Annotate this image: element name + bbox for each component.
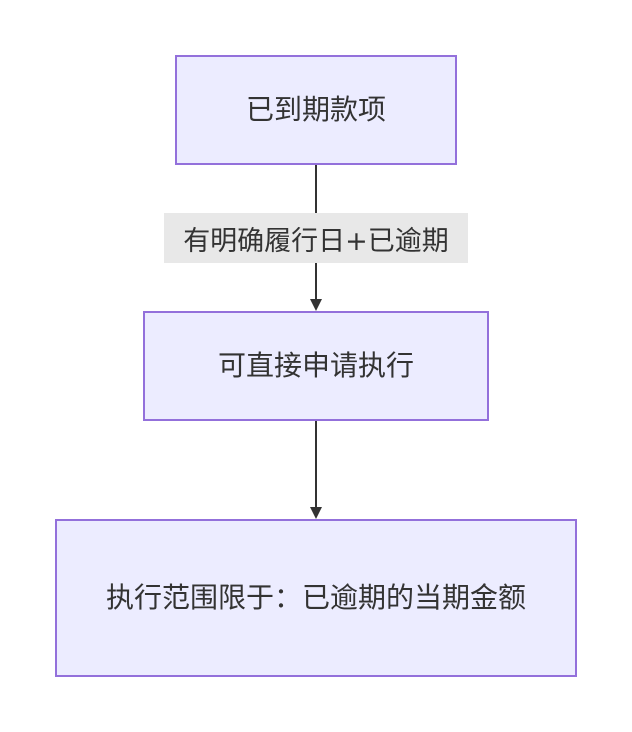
node-apply-execution: 可直接申请执行	[143, 311, 489, 421]
node-execution-scope-label: 执行范围限于：已逾期的当期金额	[105, 581, 526, 614]
edge-label-n1-n2: 有明确履行日+已逾期	[164, 213, 468, 263]
node-overdue-payments: 已到期款项	[175, 55, 457, 165]
node-overdue-payments-label: 已到期款项	[245, 93, 386, 126]
node-apply-execution-label: 可直接申请执行	[217, 349, 414, 382]
node-execution-scope: 执行范围限于：已逾期的当期金额	[55, 519, 577, 677]
